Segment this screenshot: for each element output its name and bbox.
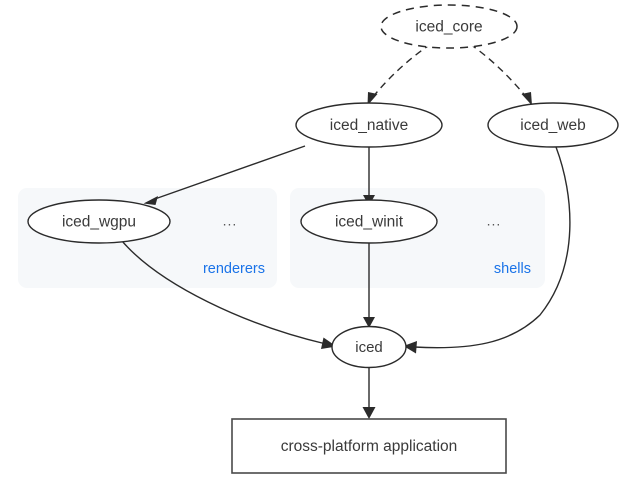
node-iced[interactable]: iced	[331, 325, 407, 369]
edge-iced-to-application	[362, 368, 376, 419]
node-iced-winit[interactable]: iced_winit	[300, 199, 438, 244]
iced-winit-label: iced_winit	[335, 214, 404, 231]
edge-iced-core-to-iced-native	[367, 43, 432, 106]
application-rect	[231, 418, 507, 474]
node-iced-core[interactable]: iced_core	[380, 4, 518, 49]
iced-native-label: iced_native	[330, 117, 408, 134]
iced-winit-ellipse	[300, 199, 438, 244]
edge-iced-native-to-iced-winit	[363, 147, 375, 206]
iced-web-label: iced_web	[520, 117, 586, 134]
iced-label: iced	[355, 339, 383, 356]
node-iced-native[interactable]: iced_native	[295, 102, 443, 148]
iced-web-ellipse	[487, 102, 619, 148]
iced-core-ellipse	[380, 4, 518, 49]
iced-wgpu-label: iced_wgpu	[62, 214, 136, 231]
iced-native-ellipse	[295, 102, 443, 148]
iced-wgpu-ellipse	[27, 199, 171, 244]
edge-iced-winit-to-iced	[363, 243, 375, 328]
edge-iced-native-to-iced-wgpu	[143, 145, 306, 205]
iced-ellipse	[331, 325, 407, 369]
cluster-shells-label: shells	[494, 261, 531, 277]
node-iced-web[interactable]: iced_web	[487, 102, 619, 148]
node-cross-platform-application[interactable]: cross-platform application	[231, 418, 507, 474]
node-iced-wgpu[interactable]: iced_wgpu	[27, 199, 171, 244]
application-label: cross-platform application	[281, 438, 458, 455]
cluster-renderers-label: renderers	[203, 261, 265, 277]
shells-ellipsis: ...	[487, 213, 502, 229]
edge-iced-web-to-iced	[403, 146, 571, 354]
edge-iced-core-to-iced-web	[469, 43, 532, 106]
renderers-ellipsis: ...	[223, 213, 238, 229]
iced-core-label: iced_core	[415, 19, 482, 36]
